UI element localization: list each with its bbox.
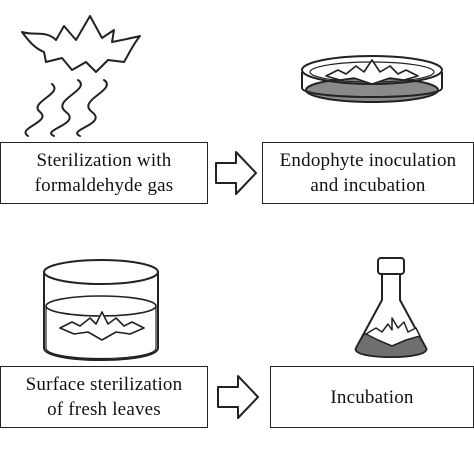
right-arrow-icon: [215, 151, 257, 195]
right-arrow-icon: [217, 375, 259, 419]
beaker-leaf: [59, 311, 145, 341]
beaker-rim: [43, 259, 159, 285]
gas-wave-2: [50, 79, 82, 137]
step-label: Surface sterilization of fresh leaves: [25, 374, 183, 420]
leaf-icon: [21, 15, 141, 73]
flask-stopper: [377, 257, 405, 275]
step-label: Incubation: [330, 386, 414, 408]
beaker-with-floating-leaf-icon: [43, 259, 159, 361]
leaf-with-gas-waves-icon: [21, 15, 141, 137]
step-box-endophyte-inoculation: Endophyte inoculation and incubation: [262, 142, 474, 204]
dish-leaf: [325, 59, 419, 85]
gas-wave-1: [24, 83, 56, 137]
step-box-surface-sterilization: Surface sterilization of fresh leaves: [0, 366, 208, 428]
gas-wave-3: [76, 79, 108, 137]
step-label: Sterilization with formaldehyde gas: [34, 150, 174, 196]
step-box-incubation: Incubation: [270, 366, 474, 428]
flask-leaf: [365, 317, 421, 347]
step-label: Endophyte inoculation and incubation: [279, 150, 457, 196]
erlenmeyer-flask-with-leaf-icon: [354, 257, 428, 358]
dish-wall: [301, 72, 443, 98]
step-box-formaldehyde-sterilization: Sterilization with formaldehyde gas: [0, 142, 208, 204]
petri-dish-with-leaf-icon: [301, 55, 443, 103]
